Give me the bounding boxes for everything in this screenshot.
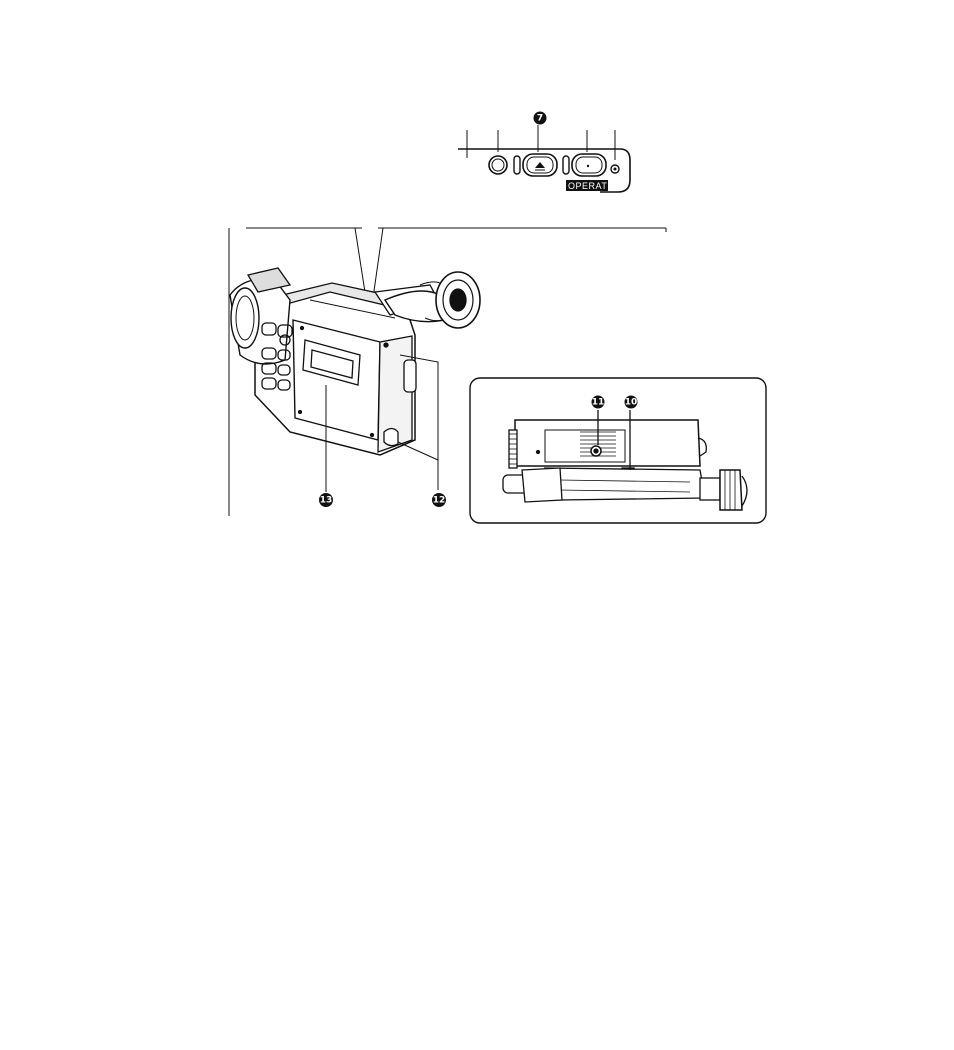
callout-10-group: 10 [625, 396, 638, 409]
callout-11-group: 11 [592, 396, 605, 409]
callout-12-group: 12 [432, 493, 446, 507]
callout-11: 11 [592, 398, 605, 408]
callout-10: 10 [625, 398, 638, 408]
callout-12: 12 [433, 496, 446, 506]
callout-7: 7 [537, 114, 543, 124]
bottom-view-inset: 11 10 [470, 378, 766, 523]
operate-label: OPERATE [568, 181, 614, 191]
inset-eyecup-icon [720, 470, 742, 510]
callout-13: 13 [320, 496, 333, 506]
callout-13-group: 13 [319, 493, 333, 507]
control-panel-detail: OPERATE 7 [458, 112, 630, 193]
